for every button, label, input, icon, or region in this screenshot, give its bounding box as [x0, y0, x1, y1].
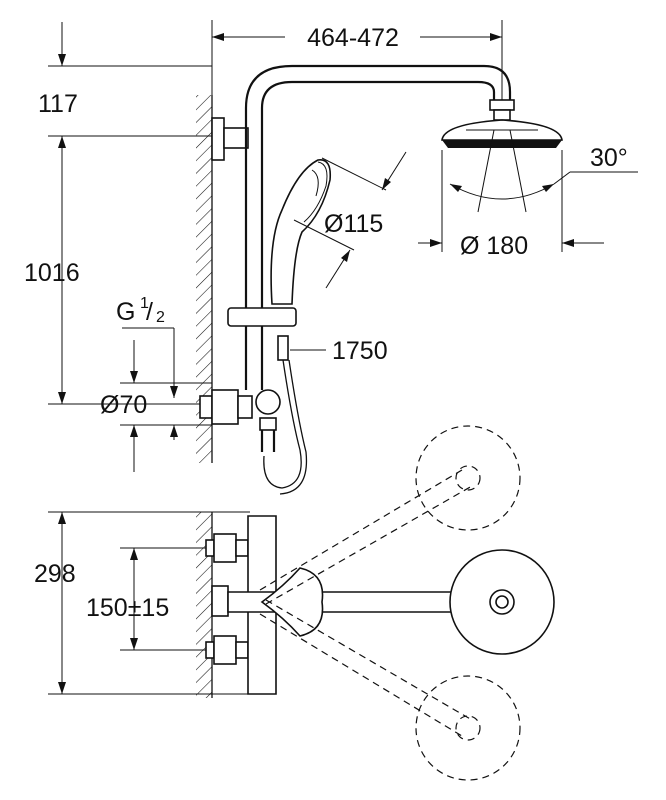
dim-head-tilt	[449, 129, 638, 213]
thread-numerator: 1	[140, 295, 149, 312]
centre-spacing-label: 150±15	[86, 594, 169, 622]
thread-slash: /	[146, 298, 153, 326]
head-diameter-label: Ø 180	[460, 232, 528, 260]
dim-outlet-spacing	[120, 340, 212, 472]
dim-centre-spacing	[120, 547, 206, 651]
mixer-height-label: 298	[34, 560, 76, 588]
hand-shower	[270, 159, 332, 305]
hose-length-label: 1750	[332, 337, 388, 365]
dim-thread	[122, 327, 178, 398]
rail-height-label: 1016	[24, 259, 80, 287]
head-shower	[441, 119, 563, 148]
top-offset-label: 117	[38, 90, 78, 118]
thread-prefix: G	[116, 298, 135, 326]
dim-arm-reach	[211, 20, 503, 100]
arm-reach-label: 464-472	[307, 24, 399, 52]
head-tilt-label: 30°	[590, 144, 628, 172]
outlet-spacing-label: Ø70	[100, 391, 147, 419]
top-view-head-circle	[449, 549, 555, 655]
dim-top-offset	[48, 22, 212, 405]
shower-rail	[211, 64, 515, 390]
dim-handshower-diameter	[293, 151, 407, 289]
dim-head-diameter	[418, 150, 604, 252]
handshower-diameter-label: Ø115	[324, 210, 383, 238]
slider-and-hose	[227, 307, 308, 495]
thermostat-side	[199, 389, 281, 452]
thread-denominator: 2	[156, 309, 165, 326]
dim-mixer-height	[48, 511, 250, 695]
top-view-swing-positions	[259, 425, 521, 781]
